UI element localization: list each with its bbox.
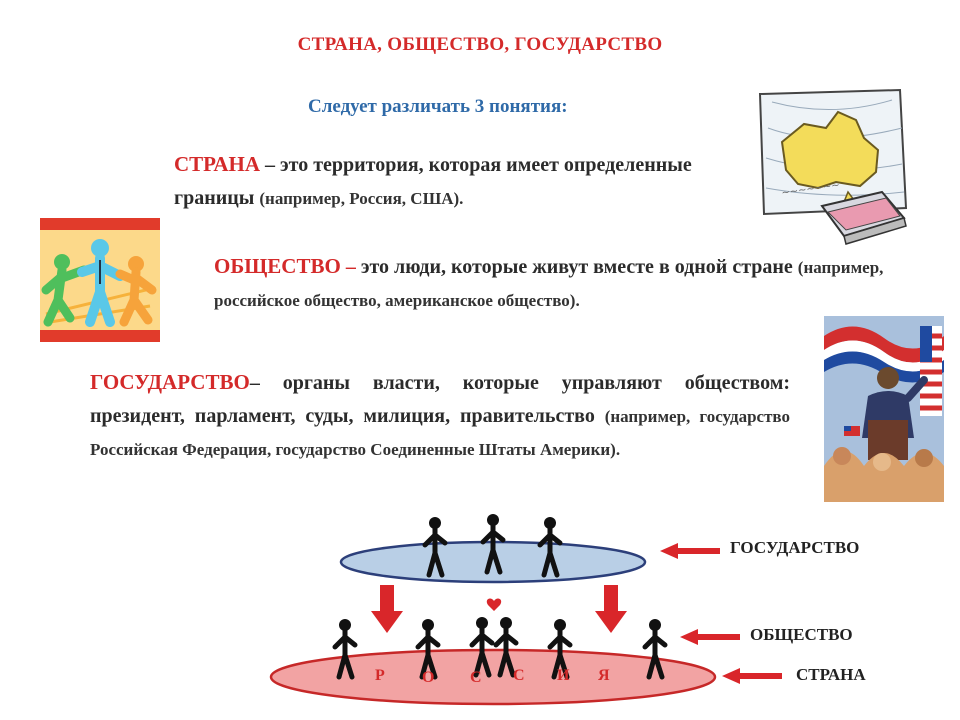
society-example: (например, российское общество, американ… <box>214 258 884 310</box>
map-illustration: ~~~~~~~ <box>758 88 908 245</box>
letter-6: Я <box>598 667 610 684</box>
society-term: ОБЩЕСТВО <box>214 254 341 278</box>
country-term: СТРАНА <box>174 152 260 176</box>
country-disc <box>269 648 717 706</box>
arrow-left-icon <box>660 543 720 559</box>
state-term: ГОСУДАРСТВО <box>90 370 250 394</box>
state-example: (например, государство Российская Федера… <box>90 407 790 459</box>
letter-2: О <box>422 669 435 686</box>
country-definition: СТРАНА – это территория, которая имеет о… <box>174 148 734 215</box>
people-illustration <box>40 218 160 342</box>
diagram <box>269 505 782 706</box>
heart-icon <box>486 598 502 611</box>
label-country: СТРАНА <box>796 665 866 684</box>
page-title: СТРАНА, ОБЩЕСТВО, ГОСУДАРСТВО <box>297 34 663 55</box>
state-definition: ГОСУДАРСТВО– органы власти, которые упра… <box>90 366 790 466</box>
arrow-down-icon <box>371 585 403 633</box>
letter-1: Р <box>375 667 385 684</box>
label-society: ОБЩЕСТВО <box>750 625 853 644</box>
arrow-down-icon <box>595 585 627 633</box>
country-text: – это территория, которая имеет определе… <box>174 154 692 209</box>
society-text: это люди, которые живут вместе в одной с… <box>360 256 798 278</box>
country-example: (например, Россия, США). <box>259 189 464 208</box>
letter-3: С <box>470 669 482 686</box>
letter-5: И <box>557 667 570 684</box>
arrow-left-icon <box>680 629 740 645</box>
politician-illustration <box>824 316 944 502</box>
state-text: – органы власти, которые управляют общес… <box>90 372 790 427</box>
label-state: ГОСУДАРСТВО <box>730 538 860 557</box>
letter-4: С <box>513 667 525 684</box>
society-definition: ОБЩЕСТВО – это люди, которые живут вмест… <box>214 250 914 317</box>
subtitle: Следует различать 3 понятия: <box>308 96 568 117</box>
arrow-left-icon <box>722 668 782 684</box>
society-dash: – <box>340 256 361 278</box>
